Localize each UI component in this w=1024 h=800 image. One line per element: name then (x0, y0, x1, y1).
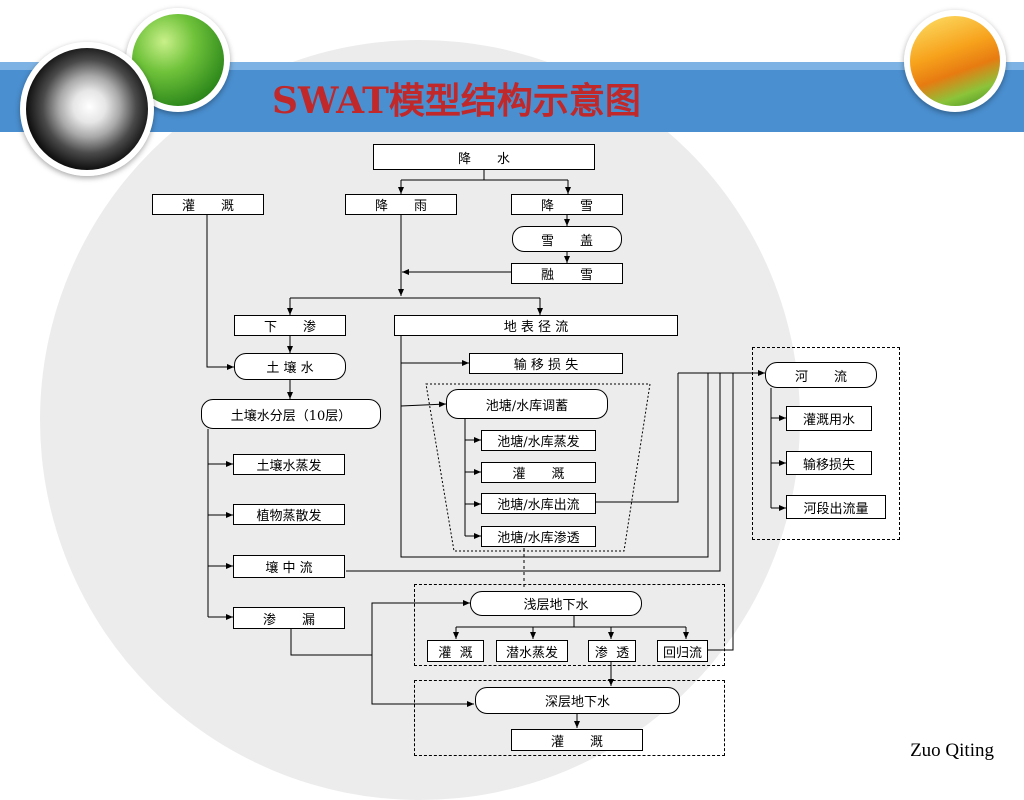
soil-layers-box: 土壤水分层（10层） (201, 399, 381, 429)
rainfall-box: 降 雨 (345, 194, 457, 215)
soil-water-box: 土 壤 水 (234, 353, 346, 380)
soil-evaporation-box: 土壤水蒸发 (233, 454, 345, 475)
header-band-highlight (0, 62, 1024, 70)
reach-outflow-box: 河段出流量 (786, 495, 886, 519)
snow-cover-box: 雪 盖 (512, 226, 622, 252)
snowmelt-box: 融 雪 (511, 263, 623, 284)
pond-evaporation-box: 池塘/水库蒸发 (481, 430, 596, 451)
flow-connectors (206, 170, 786, 728)
river-group (752, 347, 900, 540)
shallow-groundwater-group (414, 584, 725, 666)
percolation-box: 渗 漏 (233, 607, 345, 629)
deep-irrigation-box: 灌 溉 (511, 729, 643, 751)
groundwater-evaporation-box: 潜水蒸发 (496, 640, 568, 662)
author-credit: Zuo Qiting (910, 740, 994, 761)
groundwater-irrigation-box: 灌 溉 (427, 640, 484, 662)
pond-outflow-box: 池塘/水库出流 (481, 493, 596, 514)
deep-groundwater-box: 深层地下水 (475, 687, 680, 714)
river-transmission-loss-box: 输移损失 (786, 451, 872, 475)
shallow-groundwater-box: 浅层地下水 (470, 591, 642, 616)
infiltration-box: 下 渗 (234, 315, 346, 336)
page-title: SWAT模型结构示意图 (272, 80, 641, 122)
snowfall-box: 降 雪 (511, 194, 623, 215)
plant-transpiration-box: 植物蒸散发 (233, 504, 345, 525)
deep-groundwater-group (414, 680, 725, 756)
pond-reservoir-box: 池塘/水库调蓄 (446, 389, 608, 419)
green-sphere-image (126, 8, 230, 112)
river-irrigation-box: 灌溉用水 (786, 406, 872, 431)
dandelion-image (20, 42, 154, 176)
transmission-loss-box: 输 移 损 失 (469, 353, 623, 374)
precipitation-box: 降 水 (373, 144, 595, 170)
groundwater-seepage-box: 渗 透 (588, 640, 636, 662)
return-flow-box: 回归流 (657, 640, 708, 662)
river-box: 河 流 (765, 362, 877, 388)
irrigation-box: 灌 溉 (152, 194, 264, 215)
pond-irrigation-box: 灌 溉 (481, 462, 596, 483)
pond-seepage-box: 池塘/水库渗透 (481, 526, 596, 547)
lateral-flow-box: 壤 中 流 (233, 555, 345, 578)
tulip-image (904, 10, 1006, 112)
surface-runoff-box: 地 表 径 流 (394, 315, 678, 336)
